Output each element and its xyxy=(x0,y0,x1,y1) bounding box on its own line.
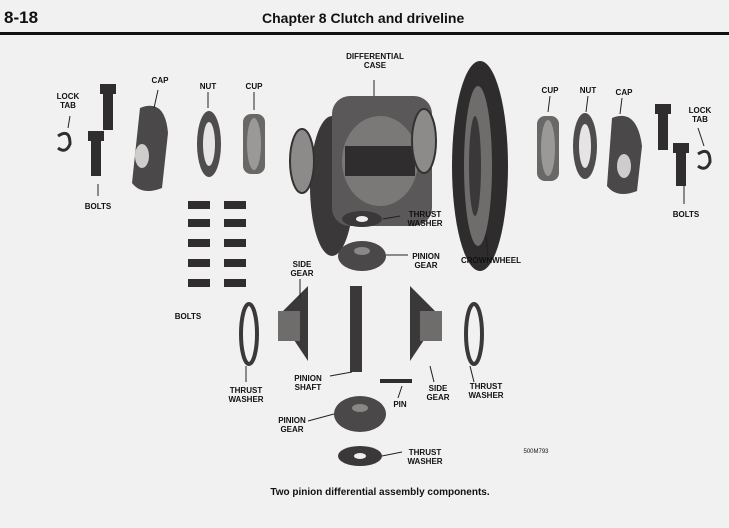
right-nut-drawing xyxy=(573,113,597,179)
label-pinion-gear-bottom: PINION GEAR xyxy=(278,416,306,434)
figure-caption: Two pinion differential assembly compone… xyxy=(270,487,490,498)
page-number: 8-18 xyxy=(4,8,39,27)
thrust-washer-left-drawing xyxy=(239,302,259,366)
right-cap-drawing xyxy=(607,115,642,195)
label-thrust-washer-right: THRUST WASHER xyxy=(468,382,504,400)
label-pinion-shaft: PINION SHAFT xyxy=(294,374,322,392)
right-cup-drawing xyxy=(537,116,559,181)
right-bolts-drawing xyxy=(655,104,712,186)
label-bolts-right: BOLTS xyxy=(672,210,700,219)
crownwheel-drawing xyxy=(452,61,508,271)
left-cap-drawing xyxy=(132,105,168,192)
label-lock-tab-left: LOCK TAB xyxy=(56,92,80,110)
label-figure-code: 500M793 xyxy=(523,449,549,455)
label-nut-left: NUT xyxy=(199,82,217,91)
pinion-gear-bottom-drawing xyxy=(334,396,386,432)
leader-lines xyxy=(67,80,705,457)
header-rule xyxy=(0,32,729,35)
label-cup-left: CUP xyxy=(245,82,263,91)
label-bolts-stack: BOLTS xyxy=(174,312,202,321)
label-bolts-left: BOLTS xyxy=(84,202,112,211)
label-cap-left: CAP xyxy=(151,76,169,85)
pinion-gear-top-drawing xyxy=(338,241,386,271)
pin-drawing xyxy=(380,379,412,383)
diagram-graphics xyxy=(57,61,712,466)
label-pinion-gear-top: PINION GEAR xyxy=(412,252,440,270)
label-lock-tab-right: LOCK TAB xyxy=(688,106,712,124)
label-thrust-washer-left: THRUST WASHER xyxy=(228,386,264,404)
label-thrust-washer-top: THRUST WASHER xyxy=(407,210,443,228)
label-differential-case: DIFFERENTIAL CASE xyxy=(346,52,404,70)
thrust-washer-top-drawing xyxy=(342,211,382,227)
thrust-washer-bottom-drawing xyxy=(338,446,382,466)
side-gear-right-drawing xyxy=(410,286,442,361)
label-thrust-washer-bottom: THRUST WASHER xyxy=(407,448,443,466)
chapter-title: Chapter 8 Clutch and driveline xyxy=(262,10,465,26)
left-nut-drawing xyxy=(197,111,221,177)
label-pin: PIN xyxy=(393,400,407,409)
label-cup-right: CUP xyxy=(541,86,559,95)
differential-case-drawing xyxy=(289,96,437,256)
left-cup-drawing xyxy=(243,114,265,174)
label-side-gear-right: SIDE GEAR xyxy=(426,384,450,402)
side-gear-left-drawing xyxy=(278,286,308,361)
pinion-shaft-drawing xyxy=(350,286,362,372)
exploded-diagram: DIFFERENTIAL CASE LOCK TAB CAP NUT CUP B… xyxy=(0,36,729,506)
label-nut-right: NUT xyxy=(579,86,597,95)
label-side-gear-left: SIDE GEAR xyxy=(290,260,314,278)
bolt-stack-drawing xyxy=(188,201,246,287)
left-bolts-drawing xyxy=(57,84,116,176)
label-cap-right: CAP xyxy=(615,88,633,97)
label-crownwheel: CROWNWHEEL xyxy=(461,256,521,265)
thrust-washer-right-drawing xyxy=(464,302,484,366)
